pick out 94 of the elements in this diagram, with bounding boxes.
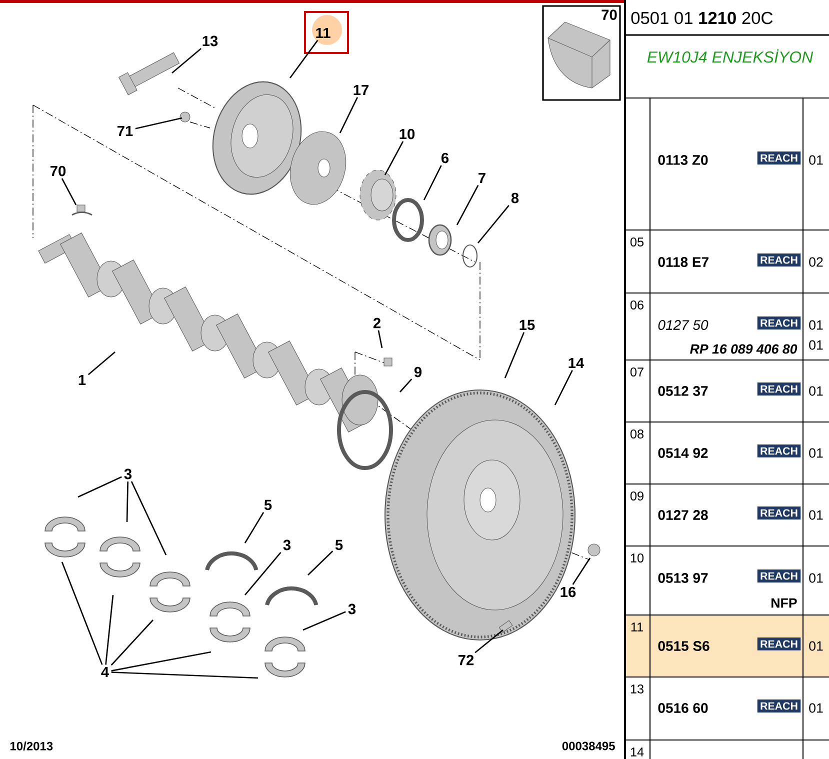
- leader-line: [135, 117, 182, 130]
- leader-line: [244, 512, 264, 544]
- reach-badge: REACH: [757, 700, 801, 712]
- leader-line: [504, 332, 525, 378]
- leader-line: [126, 481, 129, 522]
- item-number: 14: [630, 748, 644, 756]
- quantity: 01: [809, 510, 823, 520]
- drawing-number: 00038495: [562, 742, 615, 750]
- callout-number: 7: [478, 172, 486, 184]
- leader-line: [400, 378, 412, 392]
- part-number: 0118 E7: [658, 257, 708, 267]
- leader-line: [554, 370, 573, 406]
- leader-line: [78, 476, 122, 498]
- item-number: 11: [631, 622, 643, 632]
- item-number: 08: [630, 430, 644, 438]
- callout-number: 9: [414, 366, 422, 378]
- quantity: 01: [809, 448, 823, 458]
- part-number: 0513 97: [658, 573, 708, 583]
- date-text: 10/2013: [10, 742, 53, 750]
- callout-number: 71: [117, 126, 133, 136]
- reach-badge: REACH: [757, 506, 801, 520]
- leader-line: [289, 40, 318, 78]
- leader-line: [61, 562, 103, 665]
- reach-badge: REACH: [757, 254, 801, 266]
- leader-line: [456, 185, 479, 226]
- callout-number: 15: [520, 320, 535, 330]
- callout-number: 5: [335, 540, 343, 550]
- leader-line: [105, 594, 114, 665]
- leader-line: [308, 550, 334, 576]
- part-number: 0516 60: [658, 703, 708, 713]
- callout-number: 72: [458, 654, 474, 666]
- leader-line: [61, 178, 77, 206]
- leader-line: [111, 651, 212, 672]
- item-number: 10: [630, 554, 644, 562]
- part-number: 0127 50: [658, 320, 708, 330]
- reach-badge: REACH: [757, 638, 801, 650]
- reference-number: RP 16 089 406 80: [690, 344, 798, 354]
- quantity: 02: [809, 257, 823, 267]
- quantity: 01: [809, 155, 823, 165]
- leader-line: [378, 330, 383, 348]
- callout-number: 10: [400, 128, 415, 140]
- catalog-header: 0501 01 1210 20C: [631, 12, 773, 24]
- part-number: 0113 Z0: [658, 155, 708, 165]
- reach-badge: REACH: [757, 570, 801, 582]
- highlighted-callout: 11: [304, 11, 349, 54]
- callout-number: 3: [124, 468, 132, 480]
- leader-line: [244, 552, 282, 596]
- callout-number: 70: [50, 166, 66, 176]
- reach-badge: REACH: [757, 382, 801, 396]
- callout-number: 4: [101, 666, 109, 678]
- callout-number: 5: [264, 500, 272, 510]
- quantity: 01: [809, 320, 823, 330]
- callout-number: 14: [568, 358, 584, 368]
- part-number: 0512 37: [658, 386, 708, 396]
- item-number: 05: [630, 238, 644, 246]
- callout-number: 8: [511, 192, 519, 204]
- part-number: 0515 S6: [658, 641, 710, 651]
- leader-line: [302, 611, 346, 631]
- callout-number: 16: [560, 586, 576, 598]
- note-text: NFP: [772, 598, 797, 608]
- leader-line: [572, 558, 591, 585]
- engine-name: EW10J4 ENJEKSİYON: [647, 49, 814, 63]
- callout-number: 1: [78, 374, 86, 386]
- callout-number: 3: [348, 604, 356, 614]
- leader-line: [423, 165, 442, 200]
- reach-badge: REACH: [757, 316, 801, 330]
- leader-line: [384, 141, 404, 176]
- quantity: 01: [809, 340, 823, 350]
- callout-number: 6: [441, 152, 449, 164]
- part-number: 0127 28: [658, 510, 708, 520]
- callout-number: 13: [202, 36, 218, 46]
- item-number: 13: [630, 684, 644, 694]
- part-number: 0514 92: [658, 448, 708, 458]
- leader-line: [130, 481, 167, 556]
- callout-number: 3: [283, 540, 291, 550]
- quantity: 01: [809, 573, 823, 583]
- quantity: 01: [809, 386, 823, 396]
- callout-number: 2: [373, 318, 380, 328]
- item-number: 09: [630, 492, 644, 500]
- item-number: 06: [630, 300, 644, 310]
- leader-line: [88, 351, 116, 376]
- reach-badge: REACH: [757, 152, 801, 164]
- quantity: 01: [809, 703, 823, 713]
- callout-number: 17: [354, 84, 368, 96]
- reach-badge: REACH: [757, 444, 801, 458]
- part-inset: 70: [542, 5, 621, 101]
- quantity: 01: [809, 641, 823, 651]
- leader-line: [477, 205, 510, 244]
- item-number: 07: [630, 368, 644, 376]
- leader-line: [172, 48, 202, 74]
- leader-line: [474, 629, 504, 654]
- leader-line: [111, 672, 258, 679]
- leader-line: [339, 97, 358, 134]
- leader-line: [110, 620, 154, 666]
